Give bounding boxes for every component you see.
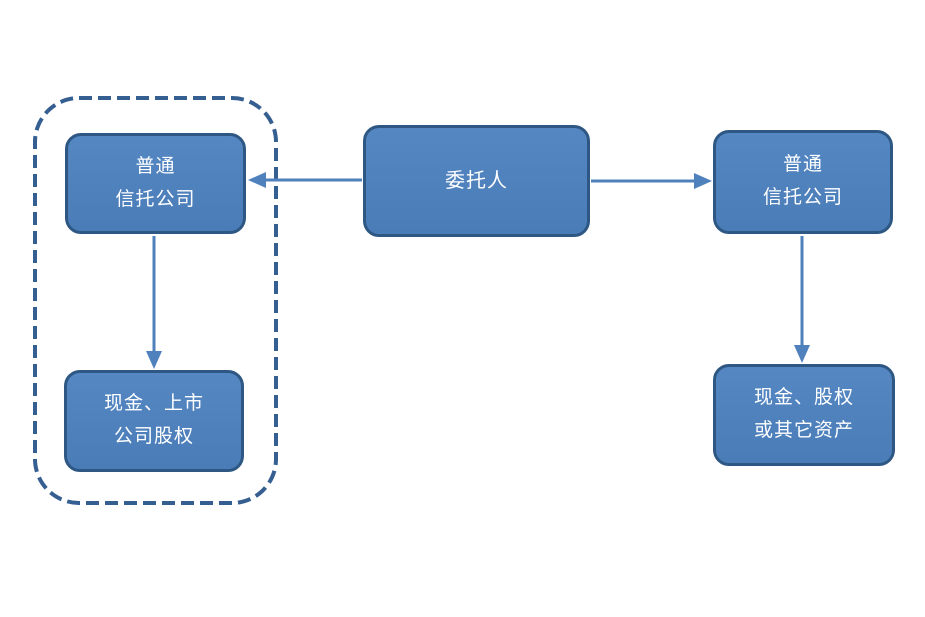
dashed-group-frame [33, 96, 278, 505]
arrowhead-left-icon [248, 172, 266, 188]
node-trustor: 委托人 [363, 125, 590, 237]
arrowhead-right-icon [694, 173, 712, 189]
arrow-right-trust-to-right-assets [794, 236, 810, 363]
node-right-assets: 现金、股权 或其它资产 [713, 364, 895, 466]
node-right-trust-company: 普通 信托公司 [713, 130, 893, 234]
arrow-trustor-to-right-trust [591, 173, 712, 189]
arrowhead-down-icon [794, 345, 810, 363]
node-left-trust-company: 普通 信托公司 [65, 133, 246, 234]
arrow-left-trust-to-left-assets [146, 236, 162, 369]
arrowhead-down-icon [146, 351, 162, 369]
arrow-trustor-to-left-trust [248, 172, 362, 188]
node-left-assets: 现金、上市 公司股权 [64, 370, 244, 472]
